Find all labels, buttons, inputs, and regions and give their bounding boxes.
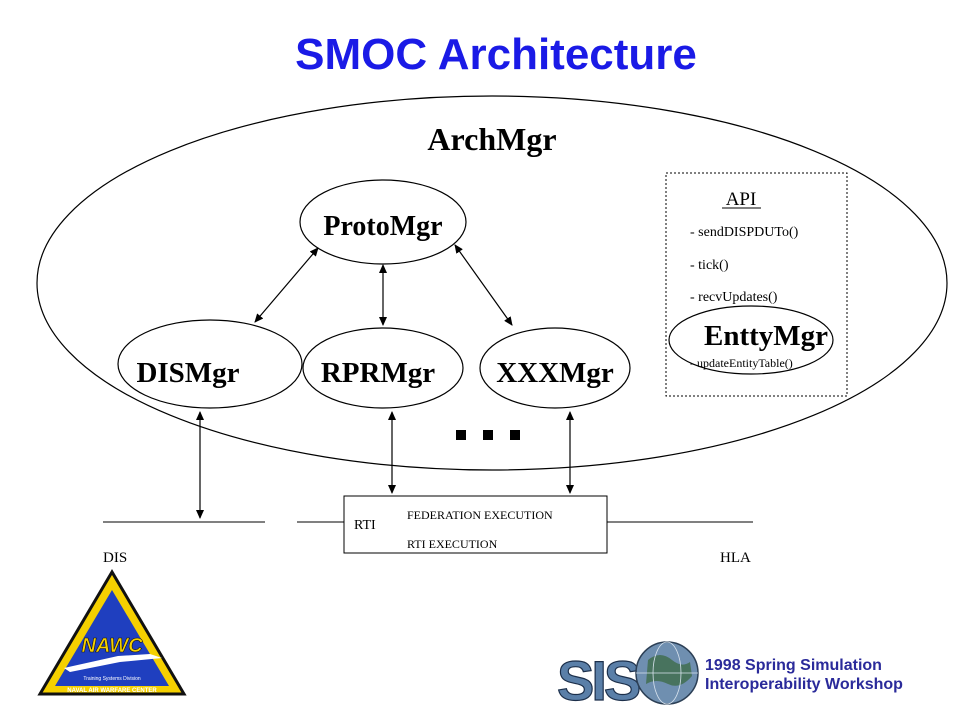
protomgr-label: ProtoMgr: [323, 211, 442, 242]
nawc-logo-subtext: Training Systems Division: [83, 676, 141, 682]
nawc-logo: NAWC Training Systems Division NAVAL AIR…: [37, 569, 187, 696]
enttymgr-node: [668, 305, 834, 375]
enttymgr-method: - updateEntityTable(): [690, 356, 793, 370]
archmgr-label: ArchMgr: [427, 121, 556, 157]
nawc-logo-text: NAWC: [81, 635, 143, 657]
rti-box: [343, 495, 608, 554]
enttymgr-label: EnttyMgr: [704, 320, 828, 352]
dis-label: DIS: [103, 550, 127, 566]
workshop-footer: 1998 Spring Simulation Interoperability …: [705, 656, 955, 694]
rti-federation-execution: FEDERATION EXECUTION: [407, 508, 553, 522]
api-box: [665, 172, 848, 397]
nawc-logo-bottom: NAVAL AIR WARFARE CENTER: [67, 688, 157, 694]
api-title: API: [726, 189, 757, 210]
api-method-recv: - recvUpdates(): [690, 290, 778, 305]
siso-logo-text: SIS: [557, 649, 640, 712]
siso-logo: SIS: [556, 641, 701, 713]
footer-line-2: Interoperability Workshop: [705, 676, 903, 693]
api-method-tick: - tick(): [690, 258, 729, 273]
arrow-proto-xxx: [454, 244, 513, 326]
page-title: SMOC Architecture: [295, 30, 697, 79]
dismgr-label: DISMgr: [136, 357, 239, 389]
ellipsis-dots: [456, 430, 520, 440]
rprmgr-node: [302, 327, 464, 409]
xxxmgr-node: [479, 327, 631, 409]
rprmgr-label: RPRMgr: [321, 357, 435, 389]
footer-line-1: 1998 Spring Simulation: [705, 657, 882, 674]
xxxmgr-label: XXXMgr: [496, 357, 614, 389]
arrow-proto-dis: [254, 247, 319, 323]
api-method-send: - sendDISPDUTo(): [690, 225, 799, 240]
hla-label: HLA: [720, 550, 751, 566]
rti-label: RTI: [354, 518, 376, 533]
dismgr-node: [117, 319, 303, 409]
archmgr-ellipse: [36, 95, 948, 471]
rti-execution: RTI EXECUTION: [407, 537, 498, 551]
